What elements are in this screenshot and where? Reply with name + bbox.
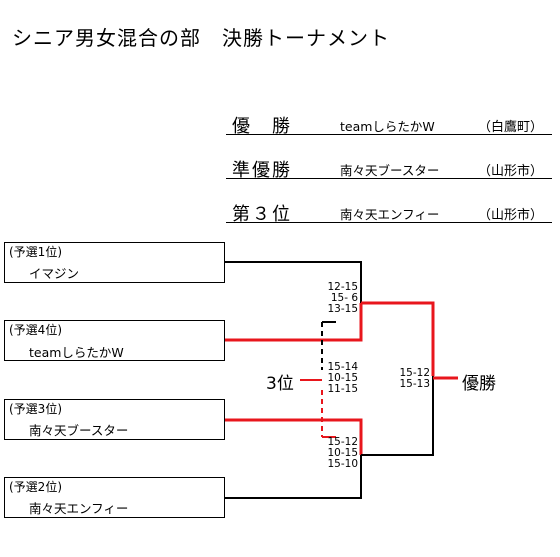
semi2-scores: 15-12 10-15 15-10: [318, 437, 358, 470]
divider: [226, 178, 552, 179]
score-set: 15-13: [399, 378, 430, 390]
team-name: 南々天ブースター: [29, 423, 129, 438]
score-set: 12-15: [327, 281, 358, 293]
team-name: teamしらたかW: [29, 345, 124, 360]
score-set: 10-15: [327, 372, 358, 384]
divider: [226, 222, 552, 223]
bracket-line-shiratakaw: [224, 303, 363, 342]
score-set: 15-12: [399, 367, 430, 379]
seed-label: (予選1位): [9, 245, 62, 259]
third-place-team: 南々天エンフィー: [340, 207, 440, 222]
runner-up-city: （山形市）: [478, 164, 544, 179]
seed-label: (予選2位): [9, 480, 62, 494]
third-place-city: （山形市）: [478, 208, 544, 223]
team-name: 南々天エンフィー: [29, 501, 129, 516]
winner-big-label: 優勝: [462, 374, 496, 394]
team-box-booster: (予選3位) 南々天ブースター: [4, 399, 225, 440]
third-place-scores: 15-14 10-15 11-15: [318, 362, 358, 395]
team-box-enfy: (予選2位) 南々天エンフィー: [4, 477, 225, 518]
score-set: 15-14: [327, 361, 358, 373]
score-set: 13-15: [327, 303, 358, 315]
score-set: 11-15: [327, 383, 358, 395]
runner-up-team: 南々天ブースター: [340, 163, 440, 178]
bracket-line-imagine: [224, 261, 362, 303]
page-title: シニア男女混合の部 決勝トーナメント: [12, 26, 390, 50]
seed-label: (予選4位): [9, 323, 62, 337]
champion-label: 優 勝: [232, 116, 292, 137]
team-box-shiratakaw: (予選4位) teamしらたかW: [4, 320, 225, 361]
divider: [226, 134, 552, 135]
champion-team: teamしらたかW: [340, 119, 435, 134]
team-name: イマジン: [29, 266, 80, 281]
bracket-line-enfy: [224, 455, 362, 499]
score-set: 15-10: [327, 458, 358, 470]
third-place-label: 第３位: [232, 204, 292, 225]
final-line-bottom: [361, 376, 434, 456]
score-set: 15- 6: [330, 292, 358, 304]
seed-label: (予選3位): [9, 402, 62, 416]
third-place-big-label: 3位: [266, 374, 294, 394]
bracket-line-booster: [224, 418, 363, 455]
score-set: 15-12: [327, 436, 358, 448]
team-box-imagine: (予選1位) イマジン: [4, 242, 225, 283]
champion-city: （白鷹町）: [478, 120, 544, 135]
final-scores: 15-12 15-13: [392, 368, 430, 390]
semi1-scores: 12-15 15- 6 13-15: [318, 282, 358, 315]
final-line-top: [361, 301, 435, 376]
runner-up-label: 準優勝: [232, 160, 292, 181]
score-set: 10-15: [327, 447, 358, 459]
